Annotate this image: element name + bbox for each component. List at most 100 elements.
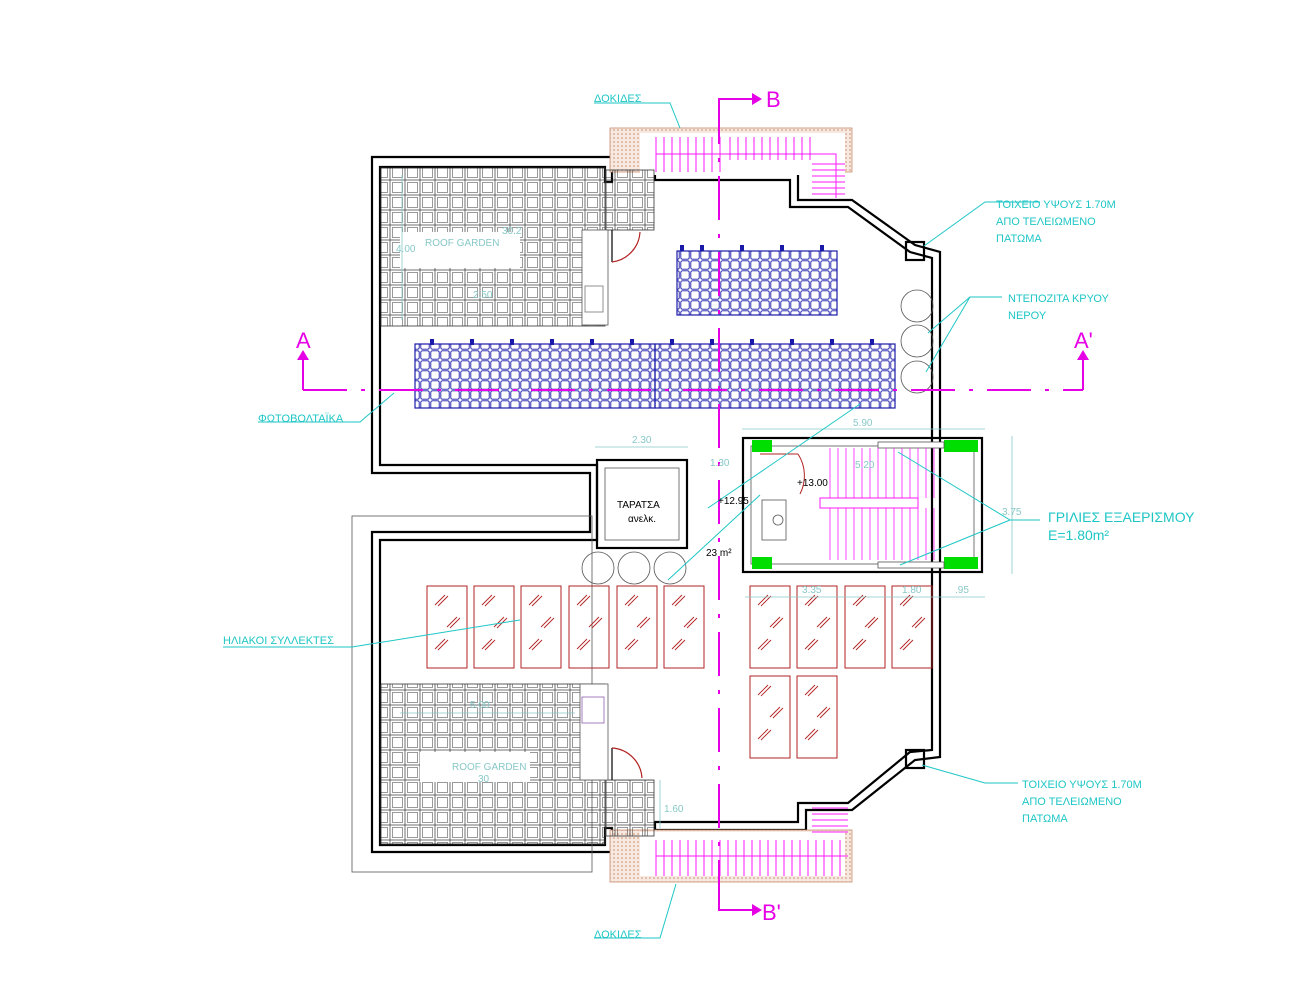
door-bottom: [611, 747, 643, 780]
solar-collector: [844, 585, 886, 669]
collector-mark: [855, 595, 867, 607]
label-toixeio-top-3: ΠΑΤΩΜΑ: [996, 233, 1042, 245]
label-rg-bottom-num: 30: [478, 774, 490, 785]
collector-mark: [686, 617, 698, 629]
collector-mark: [902, 639, 914, 651]
collector-mark: [760, 729, 772, 741]
solar-collector: [663, 585, 705, 669]
collector-mark: [674, 595, 686, 607]
collector-mark: [769, 616, 781, 628]
label-roof-garden-bottom: ROOF GARDEN: [452, 762, 526, 773]
collector-mark: [674, 639, 686, 651]
collector-mark: [804, 728, 816, 740]
roof-garden-bottom: [380, 683, 655, 845]
label-toixeio-top-1: ΤΟΙΧΕΙΟ ΥΨΟΥΣ 1.70Μ: [996, 199, 1116, 211]
collector-mark: [449, 617, 461, 629]
collector-mark: [671, 638, 683, 650]
collector-mark: [481, 638, 493, 650]
solar-collectors: [426, 585, 933, 759]
dim-160: 1.60: [664, 804, 684, 815]
pv-connector: [550, 339, 554, 345]
door-top: [611, 230, 641, 263]
collector-mark: [671, 594, 683, 606]
collector-mark: [528, 638, 540, 650]
stair-handrail: [656, 153, 837, 198]
pv-connector: [820, 245, 824, 251]
section-label-a-prime: A': [1074, 328, 1093, 353]
stairs-bottom: [655, 807, 848, 876]
collector-mark: [772, 707, 784, 719]
solar-collector: [616, 585, 658, 669]
collector-mark: [543, 617, 555, 629]
collector-mark: [434, 594, 446, 606]
collector-mark: [899, 638, 911, 650]
pv-connector: [590, 339, 594, 345]
water-tanks: [581, 289, 934, 585]
collector-mark: [639, 617, 651, 629]
label-depozita-1: ΝΤΕΠΟΖΙΤΑ ΚΡΥΟΥ: [1008, 293, 1110, 305]
pv-connector: [780, 245, 784, 251]
roof-garden-top: [380, 167, 655, 327]
collector-mark: [867, 617, 879, 629]
dim-250: 2.50: [473, 290, 493, 301]
collector-mark: [636, 616, 648, 628]
collector-mark: [757, 728, 769, 740]
dim-520: 5.20: [855, 460, 875, 471]
section-label-b: B: [766, 87, 781, 112]
label-depozita-2: ΝΕΡΟΥ: [1008, 310, 1047, 322]
dim-375: 3.75: [1002, 507, 1022, 518]
leader-lines: [223, 102, 1040, 939]
dim-590: 5.90: [853, 418, 873, 429]
solar-collector: [749, 585, 791, 669]
pv-connector: [710, 339, 714, 345]
elevator-shaft: [595, 458, 689, 550]
collector-mark: [591, 617, 603, 629]
label-grilies-area: Ε=1.80m²: [1048, 527, 1109, 543]
collector-mark: [481, 594, 493, 606]
collector-mark: [484, 595, 496, 607]
solar-collector: [749, 675, 791, 759]
label-dokides-bottom: ΔΟΚΙΔΕΣ: [594, 929, 642, 941]
collector-mark: [627, 639, 639, 651]
collector-mark: [852, 638, 864, 650]
pv-connector: [430, 339, 434, 345]
collector-mark: [816, 706, 828, 718]
solar-collector: [426, 585, 468, 669]
collector-mark: [807, 595, 819, 607]
collector-mark: [579, 639, 591, 651]
collector-mark: [757, 638, 769, 650]
label-toixeio-bottom-1: ΤΟΙΧΕΙΟ ΥΨΟΥΣ 1.70Μ: [1022, 779, 1142, 791]
collector-mark: [531, 639, 543, 651]
collector-mark: [576, 638, 588, 650]
label-dokides-top: ΔΟΚΙΔΕΣ: [594, 93, 642, 105]
label-roof-garden-top: ROOF GARDEN: [425, 238, 499, 249]
collector-mark: [804, 684, 816, 696]
label-toixeio-bottom-2: ΑΠΟ ΤΕΛΕΙΩΜΕΝΟ: [1022, 796, 1122, 808]
stair-tower-steps: [829, 448, 935, 560]
dim-400: 4.00: [396, 244, 416, 255]
dimension-lines: [400, 175, 1013, 828]
collector-mark: [816, 616, 828, 628]
collector-mark: [540, 616, 552, 628]
collector-mark: [434, 638, 446, 650]
collector-mark: [531, 595, 543, 607]
pv-connector: [670, 339, 674, 345]
pv-connector: [830, 339, 834, 345]
collector-mark: [769, 706, 781, 718]
dim-500: 5.00: [470, 700, 490, 711]
collector-mark: [772, 617, 784, 629]
collector-mark: [493, 616, 505, 628]
collector-mark: [819, 617, 831, 629]
collector-mark: [864, 616, 876, 628]
pv-connector: [740, 245, 744, 251]
dim-335: 3.35: [802, 585, 822, 596]
pv-connector: [870, 339, 874, 345]
collector-mark: [683, 616, 695, 628]
solar-collector: [520, 585, 562, 669]
photovoltaic-panels: [414, 245, 896, 409]
collector-mark: [446, 616, 458, 628]
pv-connector: [680, 245, 684, 251]
collector-mark: [819, 707, 831, 719]
label-iliakoi: ΗΛΙΑΚΟΙ ΣΥΛΛΕΚΤΕΣ: [223, 635, 334, 647]
collector-mark: [807, 729, 819, 741]
